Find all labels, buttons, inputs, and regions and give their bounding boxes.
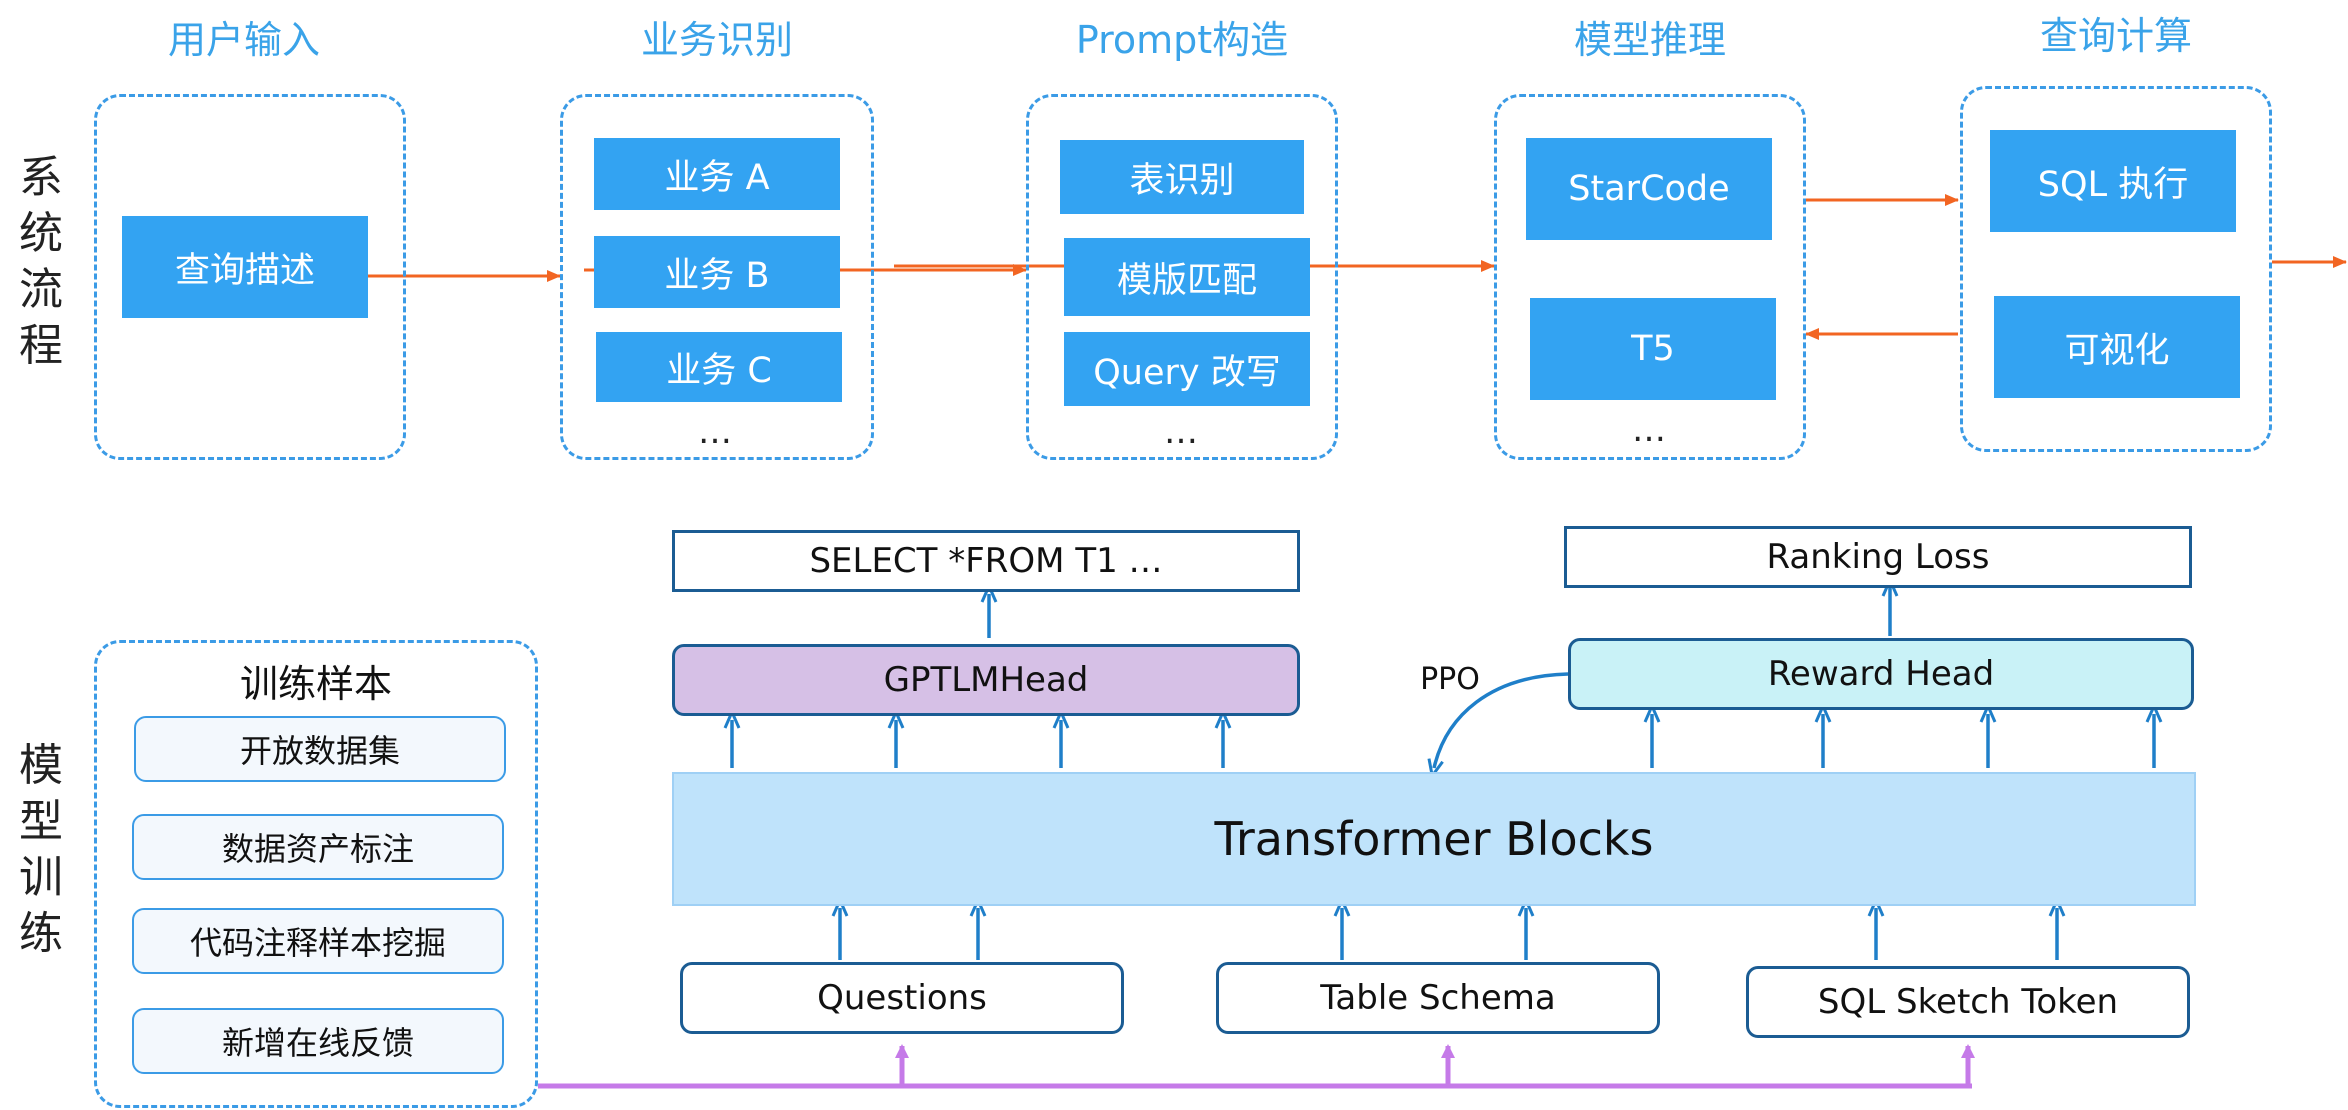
- side-label-char: 模: [19, 740, 63, 791]
- stage-item-business-a: 业务 A: [594, 138, 840, 210]
- side-label-char: 流: [19, 264, 63, 315]
- input-sql-sketch-token: SQL Sketch Token: [1746, 966, 2190, 1038]
- sample-data-asset-labeling: 数据资产标注: [132, 814, 504, 880]
- stage-item-query-description: 查询描述: [122, 216, 368, 318]
- stage-panel-user-input: [94, 94, 406, 460]
- side-label-char: 训: [19, 852, 63, 903]
- stage-item-t5: T5: [1530, 298, 1776, 400]
- stage-title-model-inference: 模型推理: [1573, 17, 1726, 62]
- training-samples-panel: [94, 640, 538, 1108]
- side-label-char: 型: [19, 796, 63, 847]
- stage-item-table-recognition: 表识别: [1060, 140, 1304, 214]
- stage-item-template-matching: 模版匹配: [1064, 238, 1310, 316]
- stage-panel-model-inference: [1494, 94, 1806, 460]
- sql-output-box: SELECT *FROM T1 …: [672, 530, 1300, 592]
- sample-online-feedback: 新增在线反馈: [132, 1008, 504, 1074]
- stage-item-query-rewrite: Query 改写: [1064, 332, 1310, 406]
- stage-item-sql-execute: SQL 执行: [1990, 130, 2236, 232]
- ppo-curve-arrow: [1434, 672, 1569, 768]
- sample-open-datasets: 开放数据集: [134, 716, 506, 782]
- stage-item-visualization: 可视化: [1994, 296, 2240, 398]
- stage-panel-query-computation: [1960, 86, 2272, 452]
- side-label-system-flow: 系 统 流 程: [16, 150, 66, 374]
- stage-title-business-recognition: 业务识别: [640, 17, 793, 62]
- side-label-char: 系: [19, 152, 63, 203]
- gpt-lm-head: GPTLMHead: [672, 644, 1300, 716]
- input-questions: Questions: [680, 962, 1124, 1034]
- side-label-char: 统: [19, 208, 63, 259]
- up-arrows: [732, 588, 2154, 960]
- stage-item-business-c: 业务 C: [596, 332, 842, 402]
- stage-ellipsis-prompt: …: [1164, 412, 1198, 452]
- reward-head: Reward Head: [1568, 638, 2194, 710]
- ppo-label: PPO: [1420, 661, 1480, 697]
- side-label-char: 程: [19, 320, 63, 371]
- input-table-schema: Table Schema: [1216, 962, 1660, 1034]
- side-label-model-training: 模 型 训 练: [16, 738, 66, 962]
- ranking-loss-box: Ranking Loss: [1564, 526, 2192, 588]
- stage-title-prompt-construction: Prompt构造: [1075, 17, 1289, 62]
- stage-panel-business-recognition: [560, 94, 874, 460]
- stage-item-business-b: 业务 B: [594, 236, 840, 308]
- stage-title-query-computation: 查询计算: [2039, 13, 2192, 58]
- side-label-char: 练: [19, 908, 63, 959]
- training-samples-title: 训练样本: [239, 661, 392, 706]
- transformer-blocks: Transformer Blocks: [672, 772, 2196, 906]
- stage-ellipsis-business: …: [698, 412, 732, 452]
- sample-code-comment-mining: 代码注释样本挖掘: [132, 908, 504, 974]
- stage-ellipsis-inference: …: [1632, 410, 1666, 450]
- stage-title-user-input: 用户输入: [167, 17, 320, 62]
- stage-item-starcode: StarCode: [1526, 138, 1772, 240]
- stage-panel-prompt-construction: [1026, 94, 1338, 460]
- sample-feed-lines: [538, 1044, 1975, 1089]
